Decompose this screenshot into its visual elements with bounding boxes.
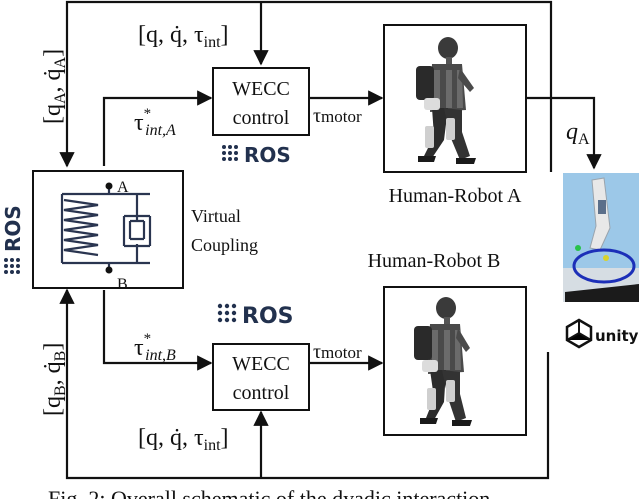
signal-wires — [59, 0, 602, 480]
port-b-label: B — [117, 276, 128, 293]
ros-logo-top-text: ROS — [244, 143, 291, 167]
tau-int-a-wire — [102, 90, 213, 166]
ros-dots-icon — [222, 145, 238, 161]
unity-scene-platform — [565, 284, 639, 302]
wecc-control-bottom: WECC control — [212, 343, 310, 411]
unity-cube-edges-icon — [566, 320, 592, 341]
wecc-top-line1: WECC — [232, 78, 290, 100]
state-feedback-top-label: [q, q̇, τint] — [138, 22, 229, 51]
wecc-bottom-box — [212, 343, 310, 411]
qB-state-label: [qB, q̇B] — [40, 343, 69, 416]
ros-dots-icon — [217, 303, 237, 323]
figure-caption: Fig. 2: Overall schematic of the dyadic … — [48, 486, 490, 499]
port-a-label: A — [117, 179, 129, 196]
ros-logo-left-text: ROS — [1, 205, 25, 252]
tau-motor-b-label: τmotor — [313, 341, 362, 363]
human-robot-b-label: Human-Robot B — [368, 250, 501, 272]
tau-int-a-label: τ*int,A — [134, 106, 176, 139]
virtual-coupling-label-line2: Coupling — [191, 235, 258, 255]
marker-green-icon — [575, 245, 581, 251]
tau-motor-a-label: τmotor — [313, 105, 362, 127]
virtual-coupling-block: A B Virtual Coupling — [32, 170, 258, 293]
ros-logo-top: ROS — [222, 143, 291, 167]
exoskeleton-joint-icon — [598, 200, 606, 214]
spring-icon — [60, 192, 100, 265]
qA-state-label: [qA, q̇A] — [40, 49, 69, 124]
human-robot-a-label: Human-Robot A — [389, 185, 522, 207]
wecc-control-top: WECC control — [212, 67, 310, 136]
coupling-trajectory-icon — [572, 248, 636, 284]
tau-int-b-wire — [102, 290, 213, 371]
marker-yellow-icon — [603, 255, 609, 261]
wecc-top-box — [212, 67, 310, 136]
walking-human-robot-b-image — [414, 297, 472, 426]
wecc-bottom-line2: control — [233, 382, 290, 404]
wecc-bottom-line1: WECC — [232, 353, 290, 375]
wecc-top-line2: control — [233, 107, 290, 129]
tau-int-b-label: τ*int,B — [134, 331, 176, 364]
ros-logo-left: ROS — [1, 205, 25, 274]
unity-logo-text: unity — [595, 327, 639, 345]
feedback-loop-top — [59, 0, 553, 172]
human-robot-a-block: Human-Robot A — [383, 24, 527, 207]
port-b-dot — [105, 266, 113, 274]
human-robot-b-block: Human-Robot B — [368, 250, 527, 436]
port-a-dot — [105, 182, 113, 190]
state-feedback-bottom-label: [q, q̇, τint] — [138, 425, 229, 454]
ros-logo-middle-text: ROS — [242, 304, 294, 329]
virtual-coupling-label-line1: Virtual — [191, 206, 241, 226]
unity-logo: unity — [565, 318, 639, 349]
damper-icon — [100, 192, 152, 265]
walking-human-robot-a-image — [416, 37, 476, 164]
unity-simulation — [563, 173, 639, 302]
qA-to-unity-wire — [526, 96, 602, 170]
ros-dots-icon — [4, 258, 20, 274]
qA-unity-label: qA — [566, 119, 590, 148]
unity-cube-icon — [565, 318, 593, 349]
ros-logo-middle: ROS — [217, 303, 294, 329]
feedback-loop-bottom — [59, 288, 550, 480]
